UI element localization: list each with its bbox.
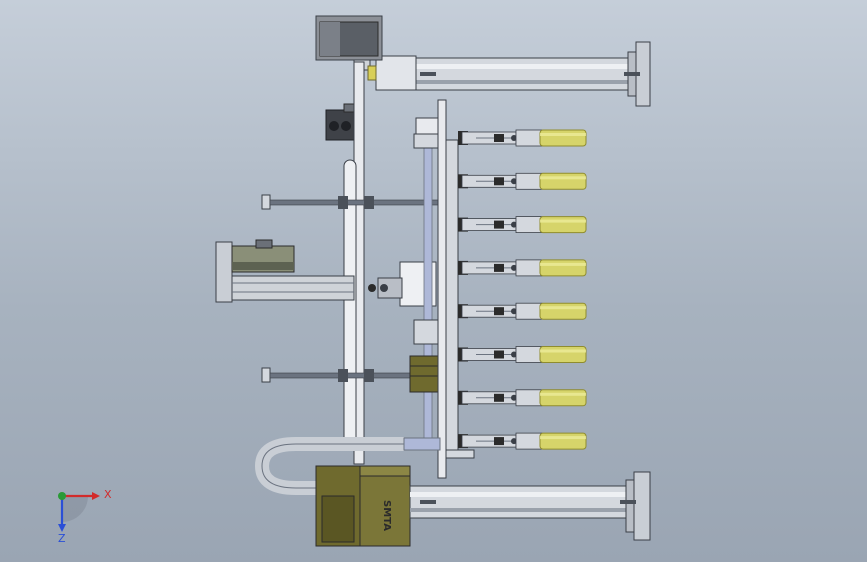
gripper-pivot — [511, 308, 517, 315]
gripper-jaw — [494, 393, 504, 402]
gripper-4[interactable] — [458, 259, 587, 277]
yellow-tube-highlight — [540, 219, 586, 223]
gripper-collar — [515, 172, 543, 190]
gripper-8[interactable] — [458, 432, 587, 450]
gripper-1[interactable] — [458, 129, 587, 147]
z-axis-arrowhead — [58, 524, 66, 532]
gripper-mounting-plate[interactable] — [437, 99, 475, 479]
chassis-marking: SMTA — [381, 500, 392, 531]
gripper-2[interactable] — [458, 172, 587, 190]
gripper-collar — [515, 432, 543, 450]
gripper-collar — [515, 259, 543, 277]
yellow-tube-highlight — [540, 176, 586, 180]
gripper-7[interactable] — [458, 389, 587, 407]
gripper-pivot — [511, 438, 517, 445]
gripper-jaw — [494, 220, 504, 229]
gripper-pivot — [511, 135, 517, 141]
stepper-motor[interactable] — [409, 355, 439, 393]
yellow-tube — [539, 432, 587, 450]
cable-drag-chain[interactable] — [254, 437, 441, 495]
top-roller-block[interactable] — [315, 15, 383, 81]
gripper-collar — [515, 216, 543, 234]
x-axis-label: X — [104, 488, 112, 501]
yellow-tube-highlight — [540, 392, 586, 396]
gripper-collar — [515, 389, 543, 407]
gripper-pivot — [511, 351, 517, 358]
yellow-tube — [539, 172, 587, 190]
yellow-tube — [539, 389, 587, 407]
gripper-jaw — [494, 437, 504, 446]
gripper-pivot — [511, 264, 517, 271]
gripper-6[interactable] — [458, 346, 587, 363]
y-axis-dot — [58, 492, 66, 500]
yellow-tube — [539, 259, 587, 277]
yellow-tube-highlight — [540, 349, 586, 353]
gripper-collar — [515, 302, 543, 320]
bottom-gear-motor[interactable]: SMTA — [315, 465, 411, 547]
gripper-collar — [515, 346, 543, 363]
servo-actuator[interactable] — [215, 239, 355, 303]
gripper-collar — [515, 129, 543, 147]
gripper-pivot — [511, 394, 517, 401]
yellow-tube — [539, 302, 587, 320]
yellow-tube-highlight — [540, 436, 586, 440]
yellow-tube-highlight — [540, 262, 586, 266]
yellow-tube — [539, 346, 587, 363]
gripper-pivot — [511, 221, 517, 228]
gripper-3[interactable] — [458, 216, 587, 234]
orientation-triad: X Z — [58, 488, 112, 545]
gripper-jaw — [494, 177, 504, 186]
top-linear-rail[interactable] — [375, 41, 651, 107]
x-axis-arrowhead — [92, 492, 100, 500]
encoder-motor[interactable] — [325, 103, 359, 141]
z-axis-label: Z — [58, 532, 66, 545]
gripper-jaw — [494, 307, 504, 316]
gripper-5[interactable] — [458, 302, 587, 320]
yellow-tube-highlight — [540, 133, 586, 136]
gripper-array[interactable] — [458, 129, 587, 450]
bottom-linear-rail[interactable] — [409, 471, 651, 541]
gripper-jaw — [494, 134, 504, 142]
gripper-jaw — [494, 350, 504, 359]
gripper-jaw — [494, 263, 504, 272]
gripper-pivot — [511, 178, 517, 185]
yellow-tube — [539, 216, 587, 234]
yellow-tube — [539, 129, 587, 147]
yellow-tube-highlight — [540, 306, 586, 310]
